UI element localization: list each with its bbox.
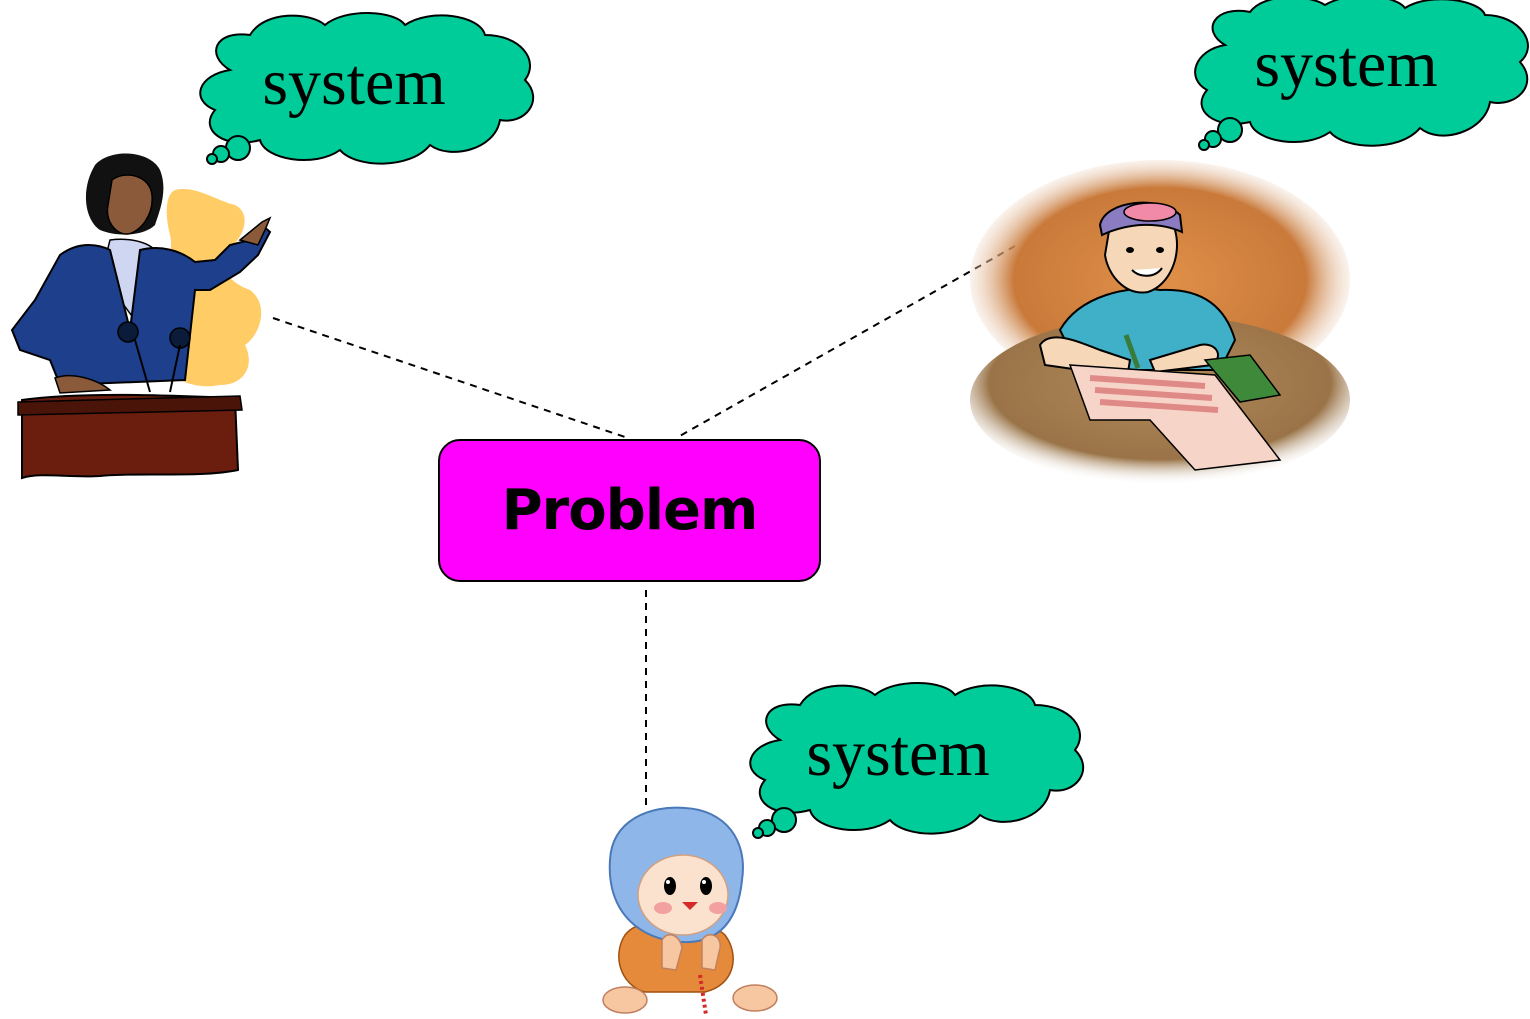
thought-cloud-speaker: system [199, 12, 535, 165]
cloud-text-speaker: system [262, 46, 445, 119]
cloud-text-baby: system [806, 717, 989, 790]
connectors [272, 245, 1016, 805]
baby-clipart-icon [602, 806, 778, 1016]
connector-student [677, 245, 1016, 438]
cloud-text-student: system [1254, 28, 1437, 101]
connector-speaker [272, 317, 626, 438]
problem-label: Problem [501, 478, 759, 543]
student-clipart-icon [970, 160, 1350, 485]
speaker-clipart-icon [10, 153, 272, 480]
problem-node: Problem [438, 439, 821, 582]
thought-cloud-baby: system [749, 682, 1085, 839]
thought-cloud-student: system [1194, 0, 1529, 151]
